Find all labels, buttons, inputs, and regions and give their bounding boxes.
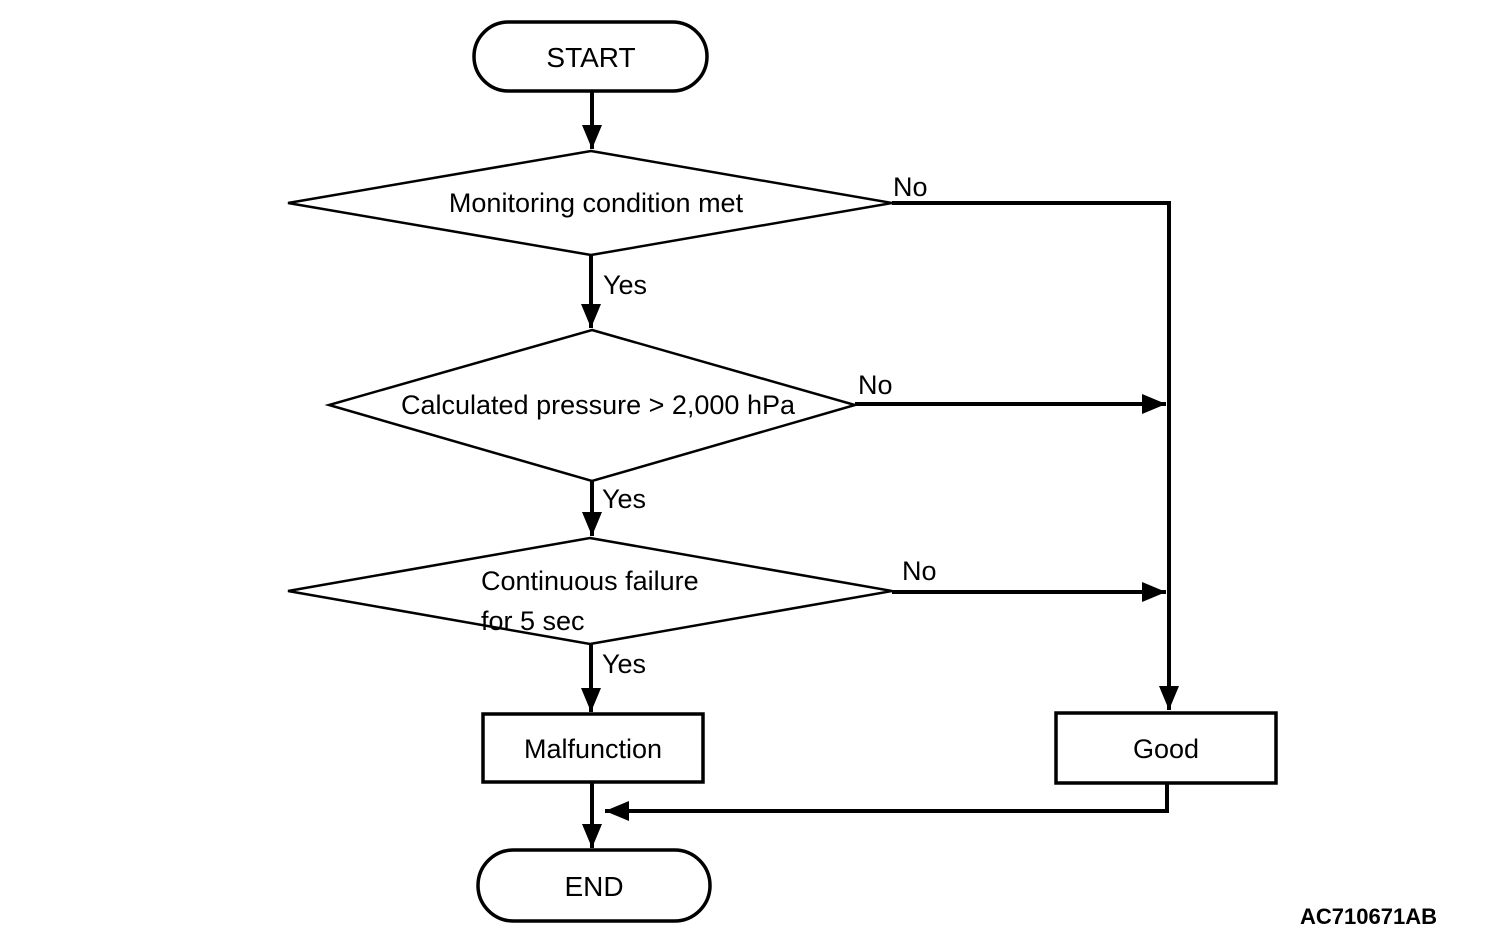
decision1-node-label: Monitoring condition met (449, 188, 744, 218)
decision1-yes-label: Yes (603, 270, 647, 300)
start-node-shape (472, 20, 709, 93)
good-node-label: Good (1133, 734, 1199, 764)
decision3-node-shape (287, 536, 893, 646)
end-node-label: END (564, 871, 623, 902)
decision2-yes-label: Yes (602, 484, 646, 514)
malfunction-node-label: Malfunction (524, 734, 662, 764)
connector-good-to-merge (605, 783, 1169, 821)
decision1-no-label: No (893, 172, 928, 202)
end-node-shape (476, 848, 712, 923)
malfunction-node-shape (481, 712, 705, 784)
decision2-node-shape (324, 328, 860, 483)
decision3-no-label: No (902, 556, 937, 586)
decision2-no-label: No (858, 370, 893, 400)
good-node-shape (1054, 711, 1278, 785)
decision3-node-label-line1: Continuous failure (481, 566, 699, 596)
decision1-node-shape (287, 149, 893, 257)
decision2-node-label: Calculated pressure > 2,000 hPa (401, 390, 796, 420)
start-node-label: START (546, 42, 635, 73)
decision3-yes-label: Yes (602, 649, 646, 679)
decision3-node-label-line2: for 5 sec (481, 606, 585, 636)
figure-id-label: AC710671AB (1300, 904, 1437, 929)
connector-decision1-no-trunk-to-good (892, 201, 1179, 710)
